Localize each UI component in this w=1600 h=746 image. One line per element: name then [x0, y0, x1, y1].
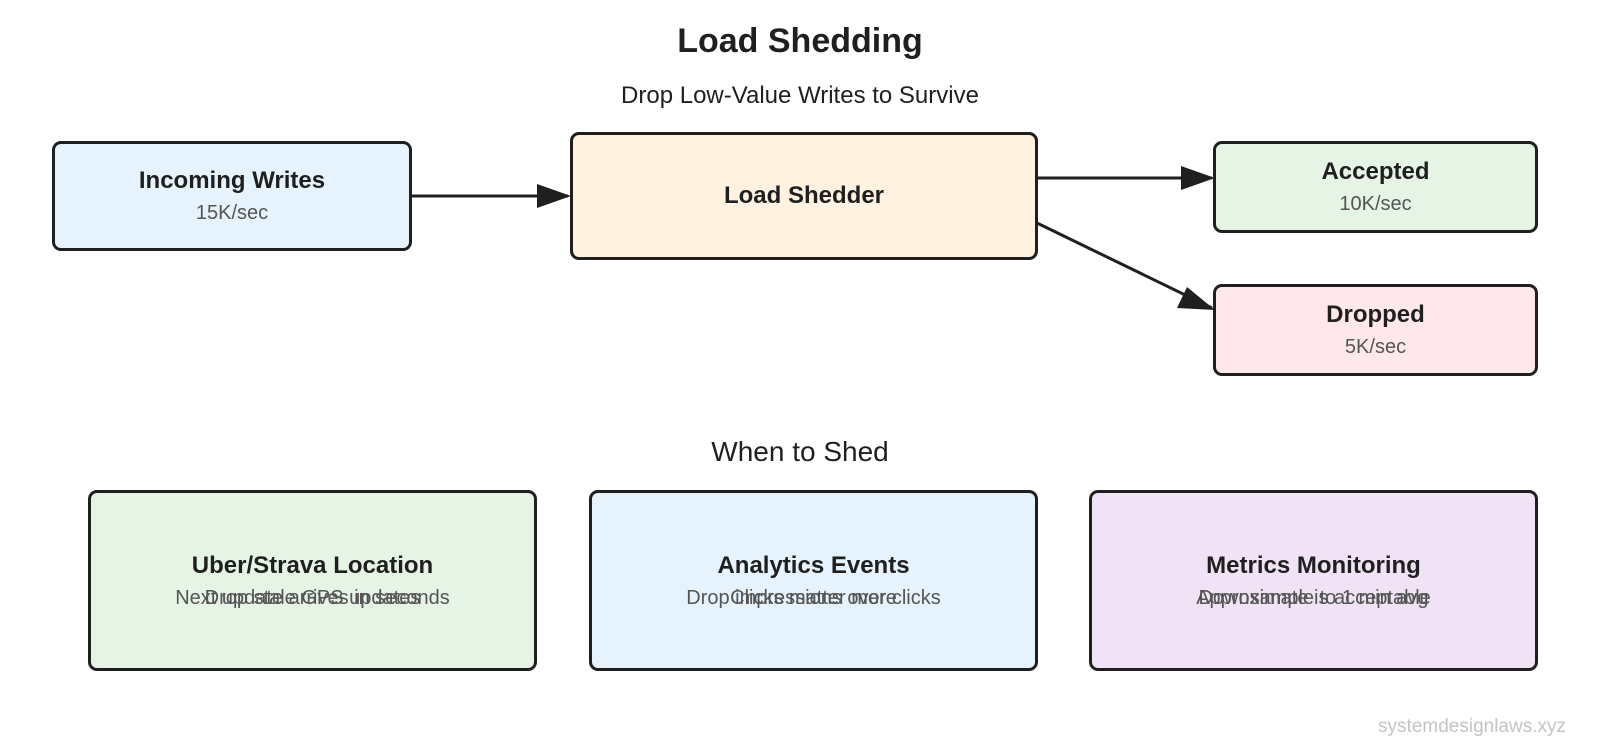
case-card-analytics: Analytics Events Drop impressions over c… [589, 490, 1038, 671]
node-dropped-rate: 5K/sec [1344, 336, 1407, 358]
case-description: Drop stale GPS updates Next update arriv… [91, 585, 534, 611]
case-line-a: Drop stale GPS updates [204, 586, 421, 609]
node-dropped-label: Dropped [1326, 301, 1425, 328]
arrow-shedder-to-dropped [1036, 221, 1213, 310]
case-line-a: Drop impressions over clicks [686, 586, 941, 609]
case-title: Uber/Strava Location [191, 551, 434, 579]
node-accepted-rate: 10K/sec [1339, 193, 1412, 215]
case-line-b: Clicks matter more [730, 586, 897, 609]
node-shedder-label: Load Shedder [723, 182, 885, 209]
case-card-metrics: Metrics Monitoring Downsample to 1 min a… [1089, 490, 1538, 671]
case-title: Metrics Monitoring [1206, 551, 1421, 579]
case-title: Analytics Events [717, 551, 910, 579]
node-load-shedder: Load Shedder [570, 132, 1038, 260]
diagram-title: Load Shedding [677, 22, 923, 60]
arrowhead-accepted [1181, 166, 1215, 190]
case-card-location: Uber/Strava Location Drop stale GPS upda… [88, 490, 537, 671]
node-accepted: Accepted 10K/sec [1213, 141, 1538, 233]
case-description: Downsample to 1 min avg Approximate is a… [1092, 585, 1535, 611]
arrowhead-incoming [537, 184, 571, 208]
case-description: Drop impressions over clicks Clicks matt… [592, 585, 1035, 611]
node-accepted-label: Accepted [1321, 158, 1430, 185]
case-line-b: Next update arrives in seconds [175, 586, 450, 609]
node-dropped: Dropped 5K/sec [1213, 284, 1538, 376]
section-title: When to Shed [711, 436, 889, 467]
node-incoming-label: Incoming Writes [138, 167, 326, 194]
arrowhead-dropped [1177, 287, 1215, 310]
node-incoming-rate: 15K/sec [195, 202, 269, 224]
node-incoming-writes: Incoming Writes 15K/sec [52, 141, 412, 251]
case-line-b: Approximate is acceptable [1196, 586, 1431, 609]
case-line-a: Downsample to 1 min avg [1198, 586, 1429, 609]
watermark: systemdesignlaws.xyz [1378, 716, 1566, 737]
diagram-subtitle: Drop Low-Value Writes to Survive [621, 82, 979, 109]
